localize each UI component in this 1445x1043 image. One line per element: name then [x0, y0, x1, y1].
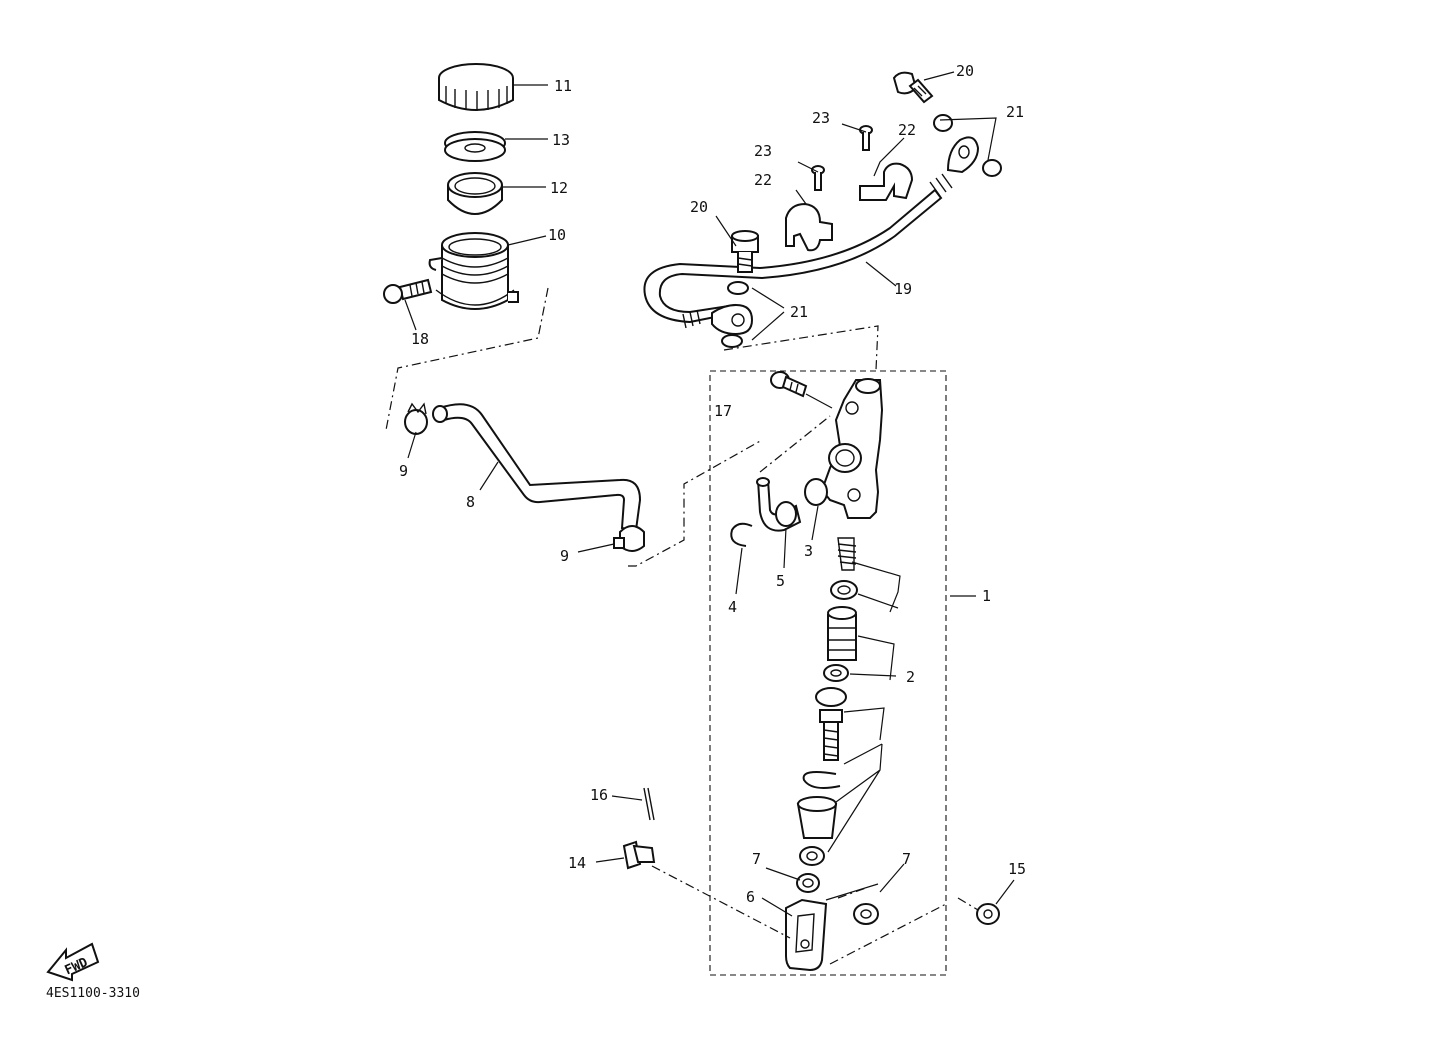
callout-11: 11 — [554, 77, 572, 95]
callout-7-left: 7 — [752, 850, 761, 868]
callout-19: 19 — [894, 280, 912, 298]
callout-18: 18 — [411, 330, 429, 348]
callout-4: 4 — [728, 598, 737, 616]
reservoir-tank — [428, 232, 519, 310]
fwd-arrow-icon — [46, 942, 100, 982]
diaphragm — [447, 172, 503, 215]
piston-cup-1 — [830, 580, 858, 600]
callout-2: 2 — [906, 668, 915, 686]
leader-lines — [404, 71, 1015, 917]
clevis-6 — [785, 898, 828, 972]
circlip-inner — [802, 771, 841, 789]
callout-9-upper: 9 — [399, 462, 408, 480]
callout-10: 10 — [548, 226, 566, 244]
cotter-pin-16 — [643, 787, 655, 821]
callout-15: 15 — [1008, 860, 1026, 878]
hose-guide-right — [859, 162, 914, 201]
hose-clamp-lower — [613, 525, 645, 552]
nut-7-left — [796, 873, 820, 893]
piston-cup-2 — [823, 664, 849, 682]
assembly-lines — [385, 287, 979, 965]
dust-boot — [796, 796, 838, 839]
callout-7-right: 7 — [902, 850, 911, 868]
callout-3: 3 — [804, 542, 813, 560]
callout-13: 13 — [552, 131, 570, 149]
washer-15 — [976, 903, 1000, 925]
banjo-fitting-lower — [711, 303, 754, 336]
copper-washers — [721, 114, 1002, 348]
push-rod — [815, 687, 847, 761]
callout-21-lower: 21 — [790, 303, 808, 321]
callout-1: 1 — [982, 587, 991, 605]
callout-9-lower: 9 — [560, 547, 569, 565]
callout-20-upper: 20 — [956, 62, 974, 80]
bolt-18 — [383, 278, 433, 304]
master-cylinder-body — [820, 378, 884, 519]
diaphragm-plate — [444, 131, 506, 162]
callout-17: 17 — [714, 402, 732, 420]
banjo-fitting-upper — [946, 136, 980, 174]
hose-clamp-upper — [404, 402, 428, 435]
o-ring-3 — [804, 478, 828, 506]
callout-20-lower: 20 — [690, 198, 708, 216]
callout-5: 5 — [776, 572, 785, 590]
guide-screws — [811, 125, 873, 191]
callout-22-right: 22 — [898, 121, 916, 139]
callout-8: 8 — [466, 493, 475, 511]
callout-23-left: 23 — [754, 142, 772, 160]
callout-21-upper: 21 — [1006, 103, 1024, 121]
hose-joint-5 — [756, 477, 802, 532]
callout-22-left: 22 — [754, 171, 772, 189]
union-bolt-lower — [731, 230, 759, 273]
hose-guide-left — [785, 202, 833, 252]
bolt-17 — [770, 371, 808, 398]
callout-23-right: 23 — [812, 109, 830, 127]
locknut — [799, 846, 825, 866]
callout-12: 12 — [550, 179, 568, 197]
reservoir-hose — [432, 403, 642, 532]
callout-16: 16 — [590, 786, 608, 804]
nut-7-right — [853, 903, 879, 925]
callout-14: 14 — [568, 854, 586, 872]
spring — [837, 537, 857, 571]
reservoir-cap — [438, 63, 514, 111]
brake-hose — [643, 173, 953, 329]
piston — [827, 606, 857, 661]
circlip-4 — [730, 522, 753, 547]
callout-6: 6 — [746, 888, 755, 906]
drawing-code: 4ES1100-3310 — [46, 986, 140, 1001]
union-bolt-upper — [892, 71, 934, 104]
pin-14 — [622, 840, 656, 870]
